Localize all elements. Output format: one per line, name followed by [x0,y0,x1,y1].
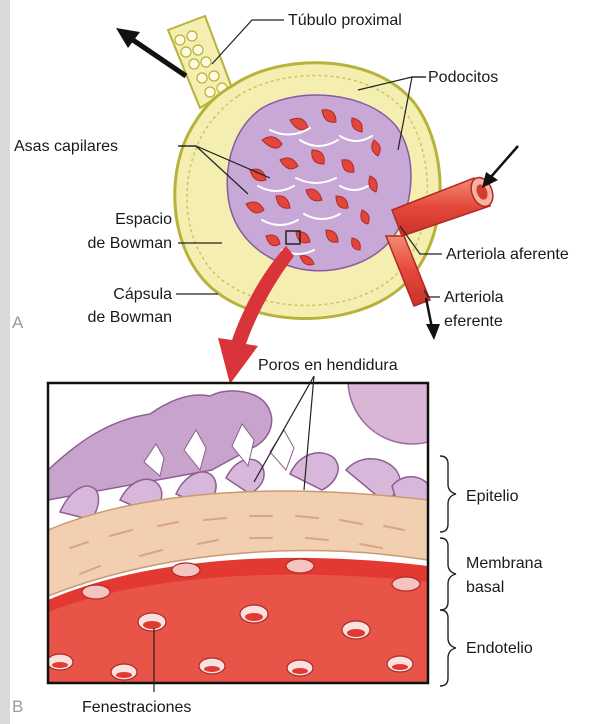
label-basal: basal [466,579,504,596]
panel-letter-b: B [12,697,23,716]
label-arteriola-aferente: Arteriola aferente [446,246,569,263]
panel-letter-a: A [12,313,24,332]
label-capsula: Cápsula [113,286,172,303]
label-tubulo-proximal: Túbulo proximal [288,12,402,29]
label-poros-en-hendidura: Poros en hendidura [258,357,398,374]
glomerulus [227,95,411,271]
layer-braces [440,456,456,686]
label-fenestraciones: Fenestraciones [82,699,191,716]
label-eferente: eferente [444,313,503,330]
label-capsula-de-bowman: de Bowman [88,309,173,326]
label-arteriola: Arteriola [444,289,504,306]
label-asas-capilares: Asas capilares [14,138,118,155]
label-espacio: Espacio [115,211,172,228]
page-edge [0,0,10,724]
label-endotelio: Endotelio [466,640,533,657]
label-epitelio: Epitelio [466,488,519,505]
label-espacio-de-bowman: de Bowman [88,235,173,252]
label-membrana: Membrana [466,555,543,572]
label-podocitos: Podocitos [428,69,498,86]
